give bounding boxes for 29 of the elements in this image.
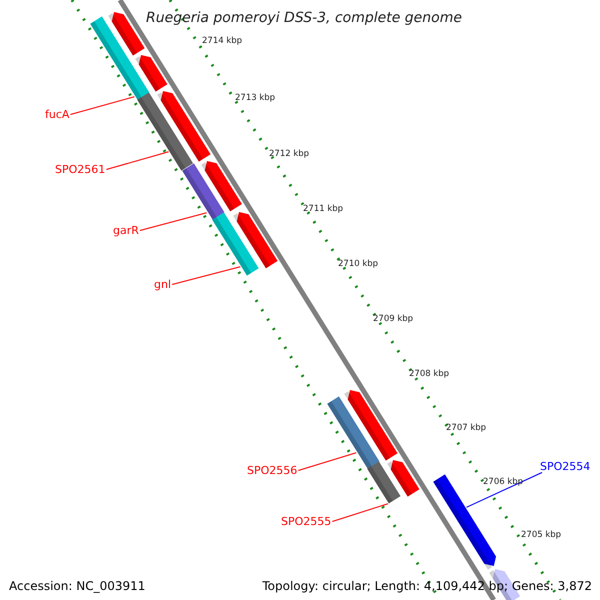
leader-line (298, 452, 357, 471)
scale-label: 2714 kbp (202, 37, 242, 46)
leader-line (466, 472, 542, 508)
leader-line (332, 503, 388, 522)
gene-label: SPO2555 (281, 516, 332, 527)
scale-label: 2705 kbp (521, 531, 562, 540)
scale-label: 2709 kbp (373, 315, 414, 324)
scale-label: 2710 kbp (338, 260, 378, 268)
gene-label: SPO2554 (540, 461, 590, 472)
gene-label: fucA (45, 109, 70, 120)
leader-line (70, 96, 135, 115)
genome-title: Ruegeria pomeroyi DSS-3, complete genome (146, 11, 462, 25)
scale-label: 2707 kbp (446, 424, 486, 432)
leader-line (106, 151, 170, 170)
scale-label: 2712 kbp (269, 150, 310, 158)
leader-line (139, 212, 208, 231)
gene-block (367, 461, 401, 504)
leader-line (172, 266, 241, 285)
scale-label: 2708 kbp (409, 370, 450, 378)
scale-label: 2711 kbp (303, 205, 344, 214)
gene-label: SPO2561 (55, 164, 106, 175)
scale-label: 2713 kbp (235, 94, 276, 102)
genome-summary-text: Topology: circular; Length: 4,109,442 bp; Genes: 3,872 (262, 580, 592, 592)
gene-label: gnl (154, 279, 172, 290)
scale-label: 2706 kbp (483, 478, 524, 486)
gene-label: SPO2556 (247, 465, 298, 476)
gene-label: garR (113, 225, 139, 236)
gene-block (182, 163, 224, 220)
accession-text: Accession: NC_003911 (9, 580, 146, 592)
